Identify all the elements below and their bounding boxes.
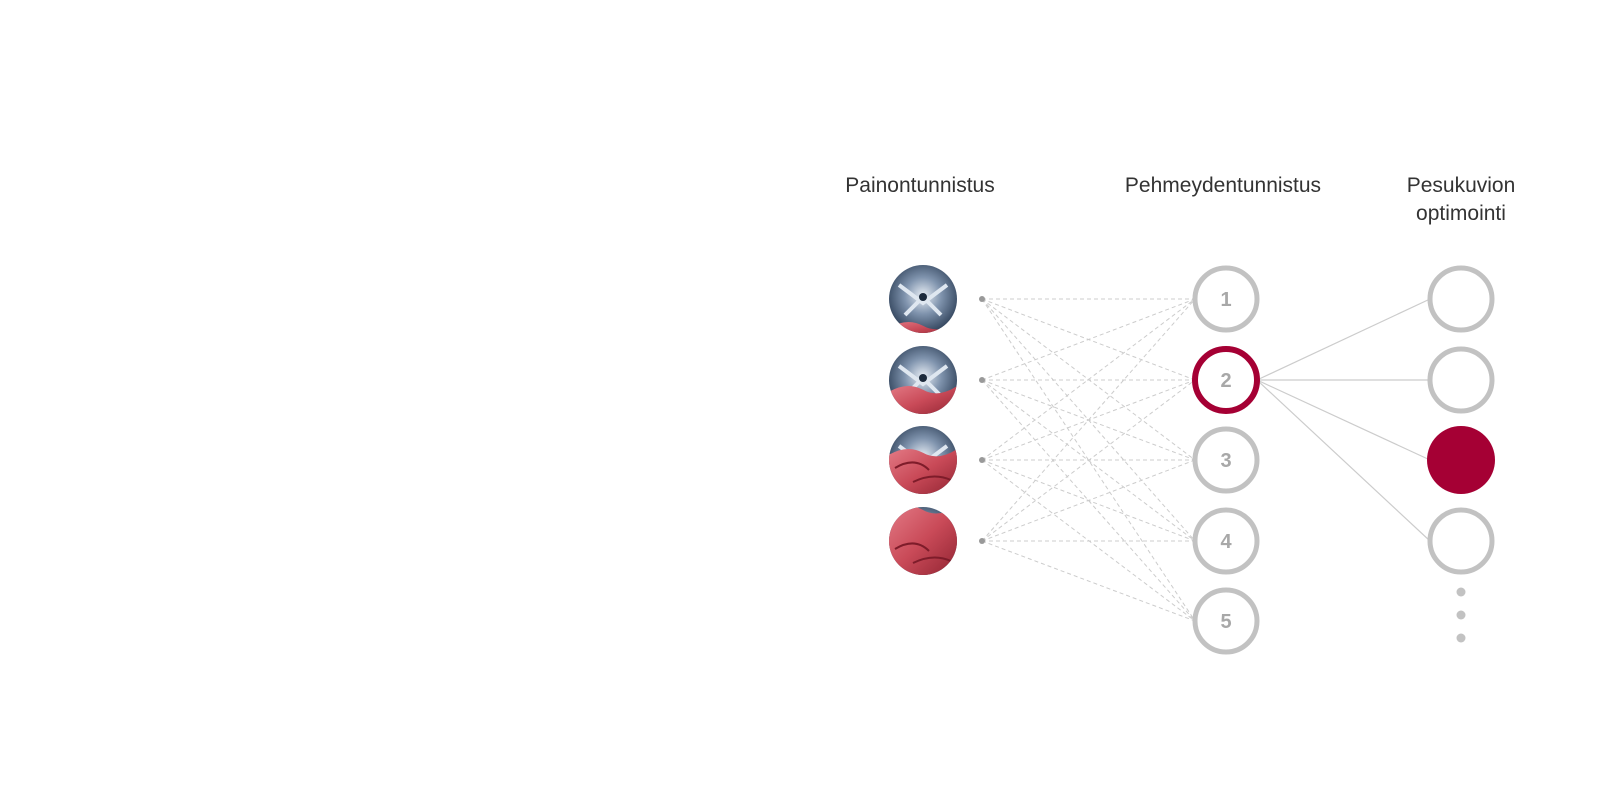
drum-load-image bbox=[889, 346, 957, 414]
weight-output-dot bbox=[979, 457, 985, 463]
softness-detection-heading: Pehmeydentunnistus bbox=[1124, 174, 1322, 197]
optimization-node-selected bbox=[1427, 426, 1495, 494]
dashed-connection-1-5 bbox=[981, 298, 1196, 622]
solid-connection-1 bbox=[1256, 298, 1431, 381]
dashed-connection-2-1 bbox=[981, 298, 1196, 381]
more-dot bbox=[1456, 610, 1466, 620]
drum-hole bbox=[919, 293, 927, 301]
softness-node bbox=[1192, 507, 1260, 575]
more-dot bbox=[1456, 633, 1466, 643]
softness-node bbox=[1192, 265, 1260, 333]
drum-hole bbox=[919, 374, 927, 382]
optimization-node bbox=[1427, 265, 1495, 333]
dashed-connection-4-5 bbox=[981, 540, 1196, 622]
weight-column bbox=[889, 265, 985, 575]
cloth-fold bbox=[894, 542, 952, 564]
weight-output-dot bbox=[979, 296, 985, 302]
dashed-connection-4-3 bbox=[981, 459, 1196, 542]
dashed-connection-3-1 bbox=[981, 298, 1196, 461]
drum-load-image bbox=[889, 265, 957, 333]
softness-node-label: 5 bbox=[1220, 611, 1231, 633]
dashed-connection-4-1 bbox=[981, 298, 1196, 542]
softness-node-label: 4 bbox=[1220, 531, 1232, 553]
laundry-cloth bbox=[889, 384, 957, 414]
solid-connection-3 bbox=[1256, 379, 1431, 461]
softness-node-label: 3 bbox=[1220, 450, 1231, 472]
optimization-column bbox=[1427, 265, 1495, 643]
connection-lines bbox=[981, 298, 1431, 622]
drum-load-image bbox=[889, 426, 957, 494]
weight-output-dot bbox=[979, 377, 985, 383]
weight-output-dot bbox=[979, 538, 985, 544]
cloth-fold bbox=[894, 461, 952, 483]
pattern-optimization-heading-line2: optimointi bbox=[1416, 202, 1506, 225]
softness-column: 1 2 3 4 5 bbox=[1192, 265, 1260, 655]
laundry-cloth bbox=[889, 507, 957, 575]
pattern-optimization-heading-line1: Pesukuvion bbox=[1406, 174, 1516, 197]
optimization-node bbox=[1427, 346, 1495, 414]
drum-load-image bbox=[889, 507, 957, 575]
softness-node bbox=[1192, 426, 1260, 494]
softness-node bbox=[1192, 587, 1260, 655]
dashed-connection-2-5 bbox=[981, 379, 1196, 622]
weight-detection-heading: Painontunnistus bbox=[845, 174, 995, 197]
optimization-node bbox=[1427, 507, 1495, 575]
softness-node-label: 2 bbox=[1220, 370, 1231, 392]
softness-node-selected bbox=[1192, 346, 1260, 414]
softness-node-label: 1 bbox=[1220, 289, 1231, 311]
more-dot bbox=[1456, 587, 1466, 597]
pattern-optimization-heading: Pesukuvion optimointi bbox=[1407, 172, 1516, 228]
solid-connection-4 bbox=[1256, 379, 1431, 542]
laundry-cloth bbox=[889, 447, 957, 494]
dashed-connection-4-2 bbox=[981, 379, 1196, 542]
